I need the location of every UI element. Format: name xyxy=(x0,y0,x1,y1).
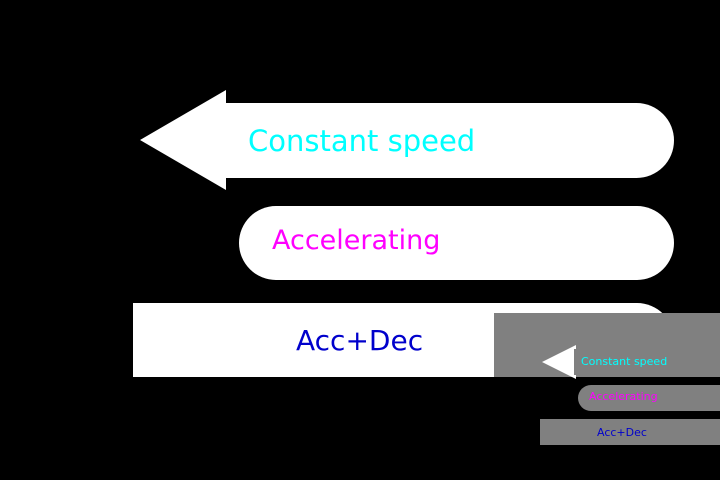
preview-acc-dec-bar xyxy=(540,419,720,445)
option-acc-dec-label: Acc+Dec xyxy=(296,324,424,357)
option-constant-speed-label: Constant speed xyxy=(248,124,476,158)
preview-accelerating-label: Accelerating xyxy=(589,390,658,403)
preview-constant-speed-label: Constant speed xyxy=(581,355,668,368)
arrow-left-icon xyxy=(140,90,226,190)
mini-arrow-left-icon xyxy=(542,345,576,379)
option-accelerating-label: Accelerating xyxy=(272,225,441,256)
preview-constant-speed-bar xyxy=(574,349,720,375)
option-accelerating-pill xyxy=(239,206,674,280)
preview-accelerating-bar xyxy=(578,385,720,411)
option-constant-speed-pill xyxy=(224,103,674,178)
preview-acc-dec-label: Acc+Dec xyxy=(597,426,647,439)
